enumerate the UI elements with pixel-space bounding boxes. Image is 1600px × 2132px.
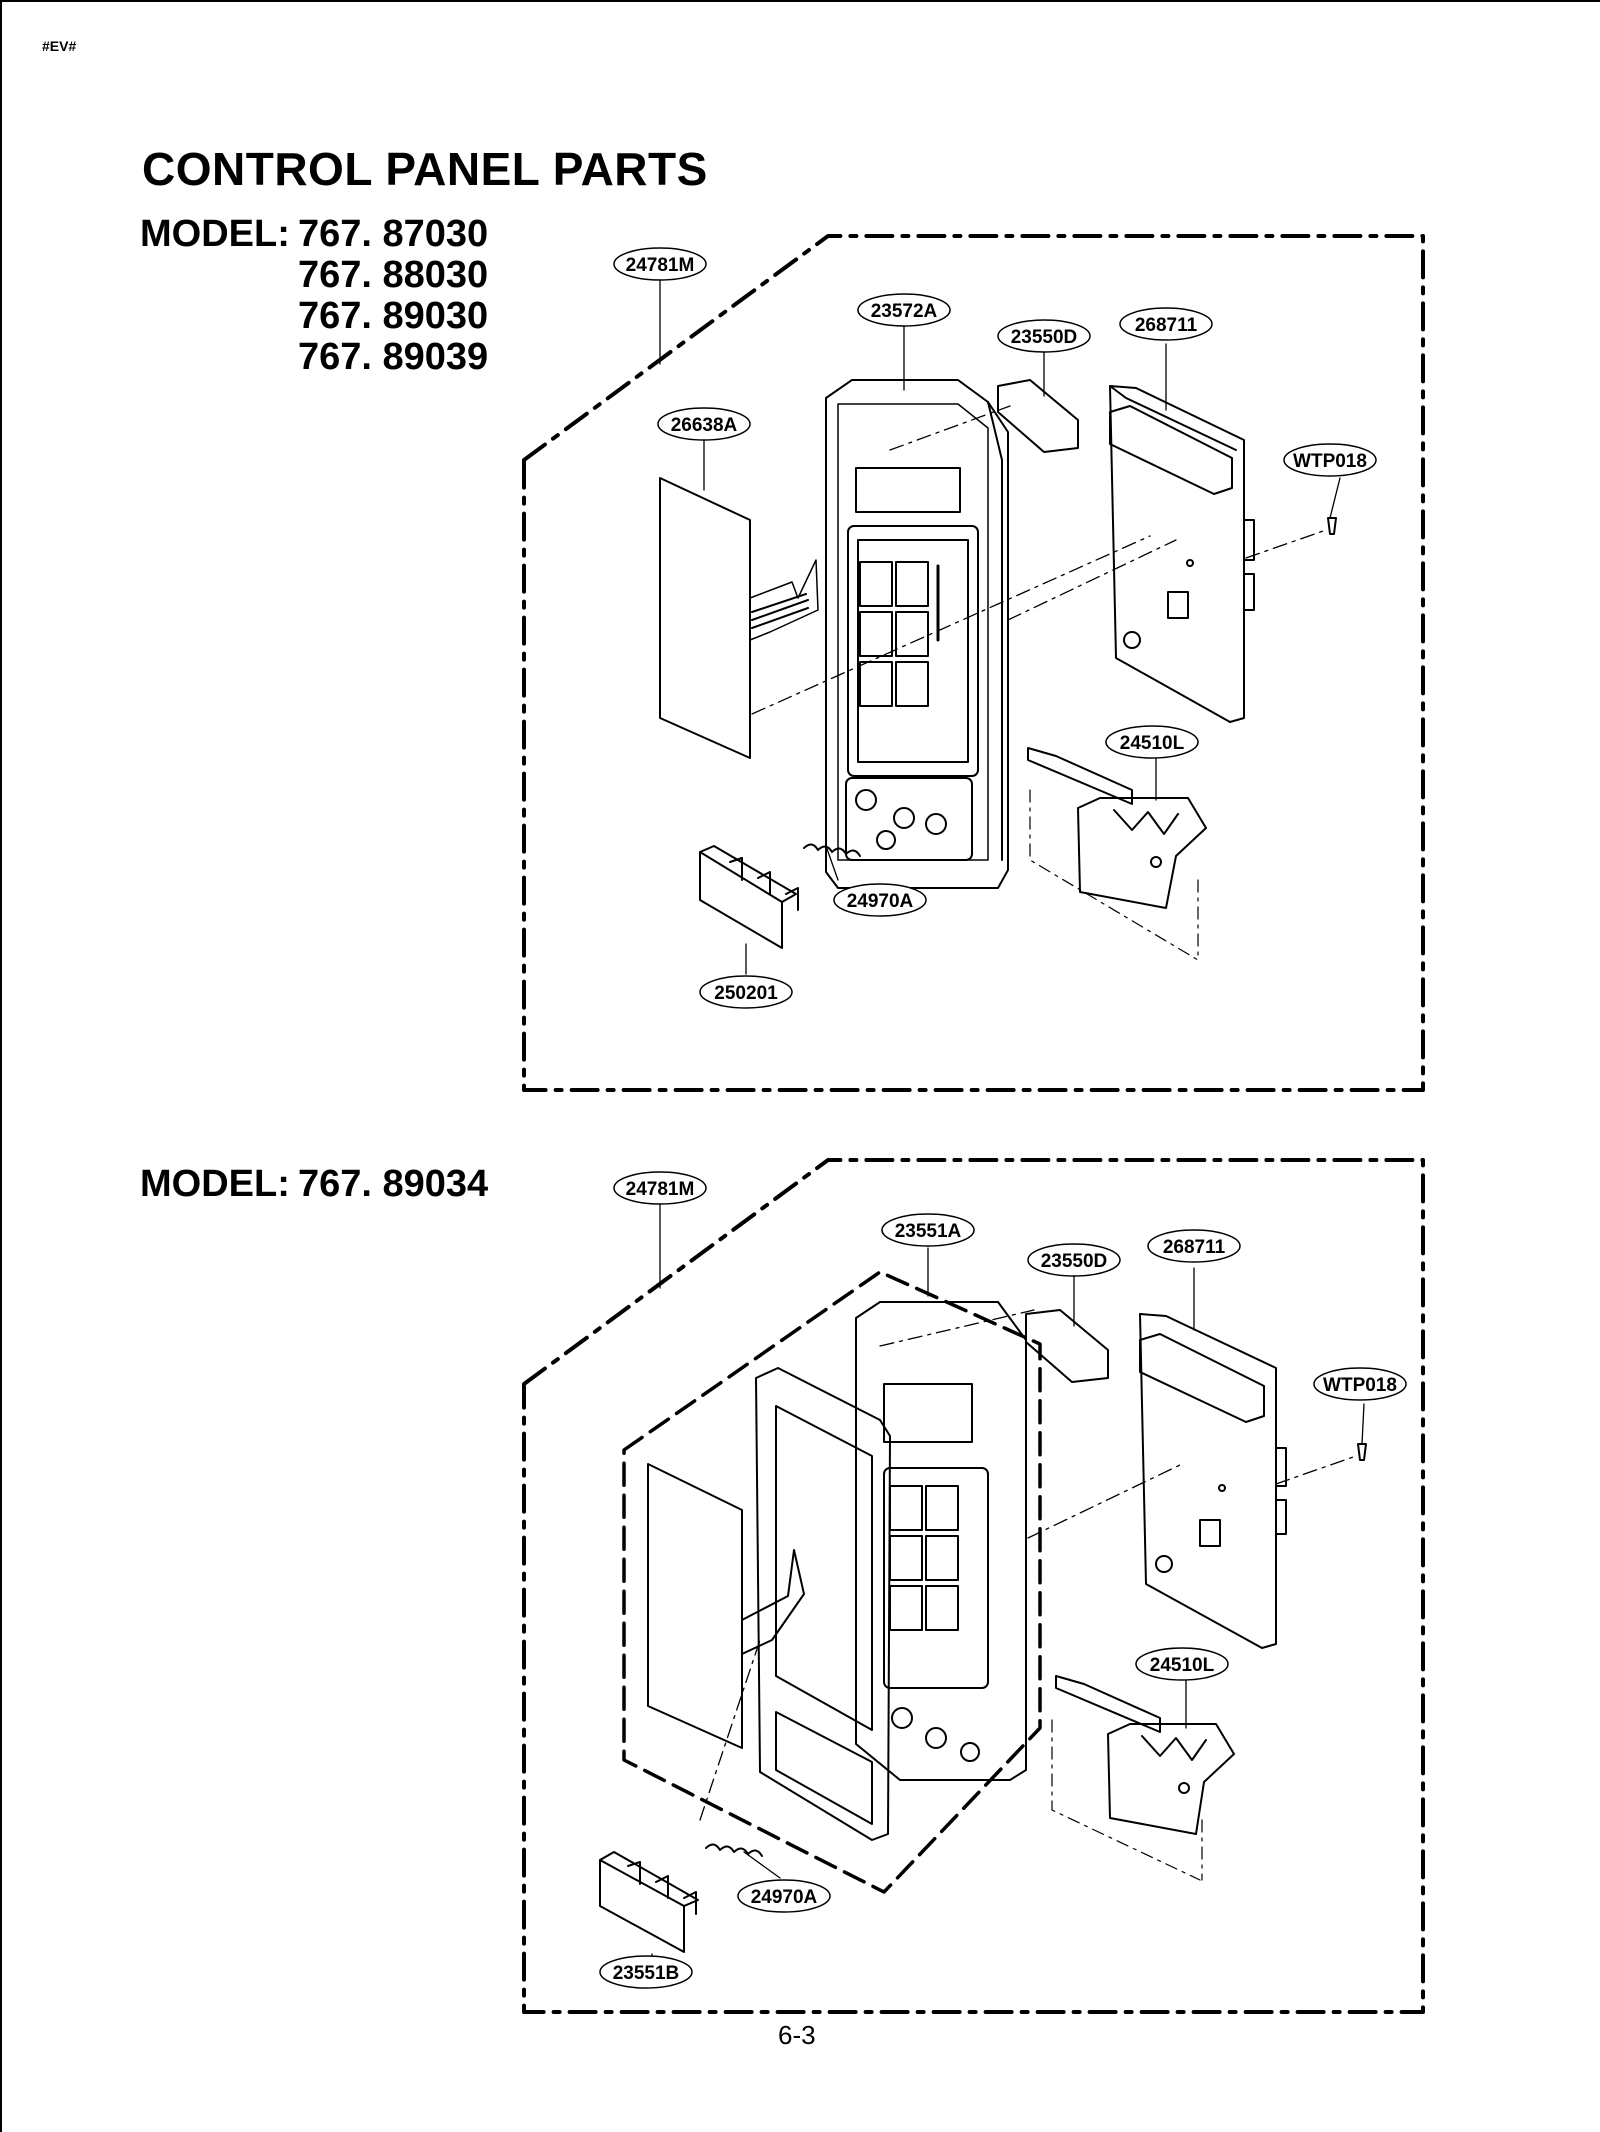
model-row: 767. 89039 <box>140 337 488 378</box>
model-number: 767. 88030 <box>298 254 489 296</box>
screw <box>1357 1443 1367 1461</box>
header-tag: #EV# <box>42 38 77 54</box>
part-label: 23572A <box>857 293 951 327</box>
part-number: 23551B <box>613 1963 680 1984</box>
part-number: WTP018 <box>1293 451 1367 472</box>
window-plate <box>1025 1309 1109 1383</box>
part-number: 268711 <box>1135 315 1198 336</box>
part-number: 250201 <box>714 983 778 1004</box>
part-label: 250201 <box>699 975 793 1009</box>
sub-assembly-boundary <box>622 1270 1042 1894</box>
door-latch <box>1051 1675 1235 1881</box>
part-label: 24781M <box>613 247 707 281</box>
part-label: WTP018 <box>1283 443 1377 477</box>
spring <box>803 843 861 857</box>
part-number: 24970A <box>751 1887 818 1908</box>
part-number: 23551A <box>895 1221 962 1242</box>
assembly-boundary <box>522 234 1425 1092</box>
window-plate <box>997 379 1079 453</box>
model-list-top: MODEL:767. 87030 767. 88030 767. 89030 7… <box>140 214 488 378</box>
part-label: 24781M <box>613 1171 707 1205</box>
page-number: 6-3 <box>778 2020 816 2050</box>
model-number: 767. 89034 <box>298 1163 489 1205</box>
part-number: 24510L <box>1120 733 1185 754</box>
part-number: WTP018 <box>1323 1375 1397 1396</box>
model-number: 767. 89030 <box>298 295 489 337</box>
model-list-bottom: MODEL:767. 89034 <box>140 1164 488 1205</box>
part-label: WTP018 <box>1313 1367 1407 1401</box>
model-prefix: MODEL: <box>140 1163 290 1205</box>
part-label: 24970A <box>737 1879 831 1913</box>
model-number: 767. 87030 <box>298 213 489 255</box>
assembly-boundary <box>522 1158 1425 2014</box>
part-label: 268711 <box>1147 1229 1241 1263</box>
part-label: 23550D <box>997 319 1091 353</box>
top-assembly-diagram <box>522 234 1425 1092</box>
leader-lines <box>651 1203 1365 1973</box>
membrane-keypad <box>647 1463 805 1749</box>
push-button <box>699 845 799 949</box>
pcb-board <box>1139 1313 1287 1649</box>
membrane-keypad <box>659 477 819 759</box>
part-labels-top: 24781M 23572A 23550D 268711 26638A WTP01… <box>613 247 1377 1009</box>
part-label: 24510L <box>1105 725 1199 759</box>
part-number: 23550D <box>1011 327 1078 348</box>
page-title: CONTROL PANEL PARTS <box>142 143 708 195</box>
part-label: 268711 <box>1119 307 1213 341</box>
model-row: MODEL:767. 87030 <box>140 214 488 255</box>
part-label: 23551B <box>599 1955 693 1989</box>
part-label: 26638A <box>657 407 751 441</box>
control-panel-frame <box>825 379 1009 889</box>
model-row: 767. 89030 <box>140 296 488 337</box>
model-row: 767. 88030 <box>140 255 488 296</box>
part-number: 23550D <box>1041 1251 1108 1272</box>
part-label: 23550D <box>1027 1243 1121 1277</box>
control-panel-frame <box>855 1301 1027 1781</box>
part-label: 23551A <box>881 1213 975 1247</box>
part-label: 24510L <box>1135 1647 1229 1681</box>
part-number: 26638A <box>671 415 738 436</box>
model-row: MODEL:767. 89034 <box>140 1164 488 1205</box>
model-number: 767. 89039 <box>298 336 489 378</box>
push-button <box>599 1851 699 1953</box>
screw <box>1327 517 1337 535</box>
door-latch <box>1027 747 1207 961</box>
bottom-assembly-diagram <box>522 1158 1425 2014</box>
part-number: 24781M <box>626 1179 695 1200</box>
spring <box>705 1843 763 1857</box>
pcb-board <box>1109 385 1255 723</box>
part-label: 24970A <box>833 883 927 917</box>
part-number: 24510L <box>1150 1655 1215 1676</box>
decor-frame <box>755 1367 891 1841</box>
part-number: 268711 <box>1163 1237 1226 1258</box>
part-number: 24970A <box>847 891 914 912</box>
part-number: 23572A <box>871 301 938 322</box>
leader-lines <box>659 279 1341 975</box>
part-labels-bottom: 24781M 23551A 23550D 268711 WTP018 24510… <box>599 1171 1407 1989</box>
part-number: 24781M <box>626 255 695 276</box>
model-prefix: MODEL: <box>140 213 290 255</box>
